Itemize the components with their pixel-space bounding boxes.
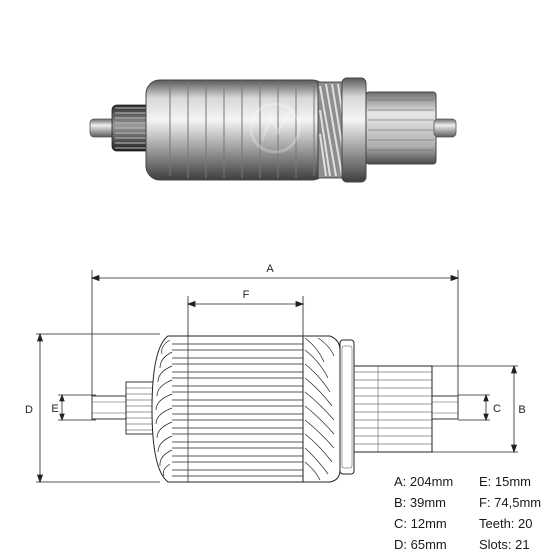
dimension-label-c: C [493, 403, 501, 415]
dimension-label-e: E [51, 403, 58, 415]
spec-c: C: 12mm [394, 516, 447, 531]
dimension-a [90, 270, 460, 396]
spec-d: D: 65mm [394, 537, 447, 552]
spec-e: E: 15mm [479, 474, 532, 489]
photo-ring [341, 77, 367, 183]
drawing-windings [302, 335, 341, 483]
drawing-left-shaft [91, 395, 127, 420]
technical-drawing: A F D E [25, 263, 526, 484]
photo-pinion-gear [111, 104, 151, 152]
spec-a: A: 204mm [394, 474, 454, 489]
spec-list-right: E: 15mm F: 74,5mm Teeth: 20 Slots: 21 [479, 471, 541, 555]
dimension-e [58, 393, 96, 422]
spec-f: F: 74,5mm [479, 495, 542, 510]
drawing-ring [339, 339, 355, 475]
photo-commutator [365, 91, 437, 165]
spec-slots: Slots: 21 [479, 537, 530, 552]
armature-photo [89, 77, 457, 183]
dimension-d [36, 332, 160, 484]
dimension-c [458, 393, 490, 422]
spec-teeth: Teeth: 20 [479, 516, 533, 531]
drawing-core [151, 335, 304, 483]
dimension-label-f: F [243, 289, 250, 301]
dimension-label-b: B [518, 404, 525, 416]
dimension-label-a: A [266, 263, 274, 275]
dimension-label-d: D [25, 404, 33, 416]
dimension-f [186, 296, 305, 338]
dimension-b [432, 364, 518, 454]
spec-b: B: 39mm [394, 495, 447, 510]
photo-right-shaft [433, 118, 457, 138]
watermark-seal [249, 102, 301, 154]
drawing-right-shaft [431, 395, 459, 420]
spec-list-left: A: 204mm B: 39mm C: 12mm D: 65mm [394, 471, 453, 555]
drawing-commutator [353, 365, 433, 453]
